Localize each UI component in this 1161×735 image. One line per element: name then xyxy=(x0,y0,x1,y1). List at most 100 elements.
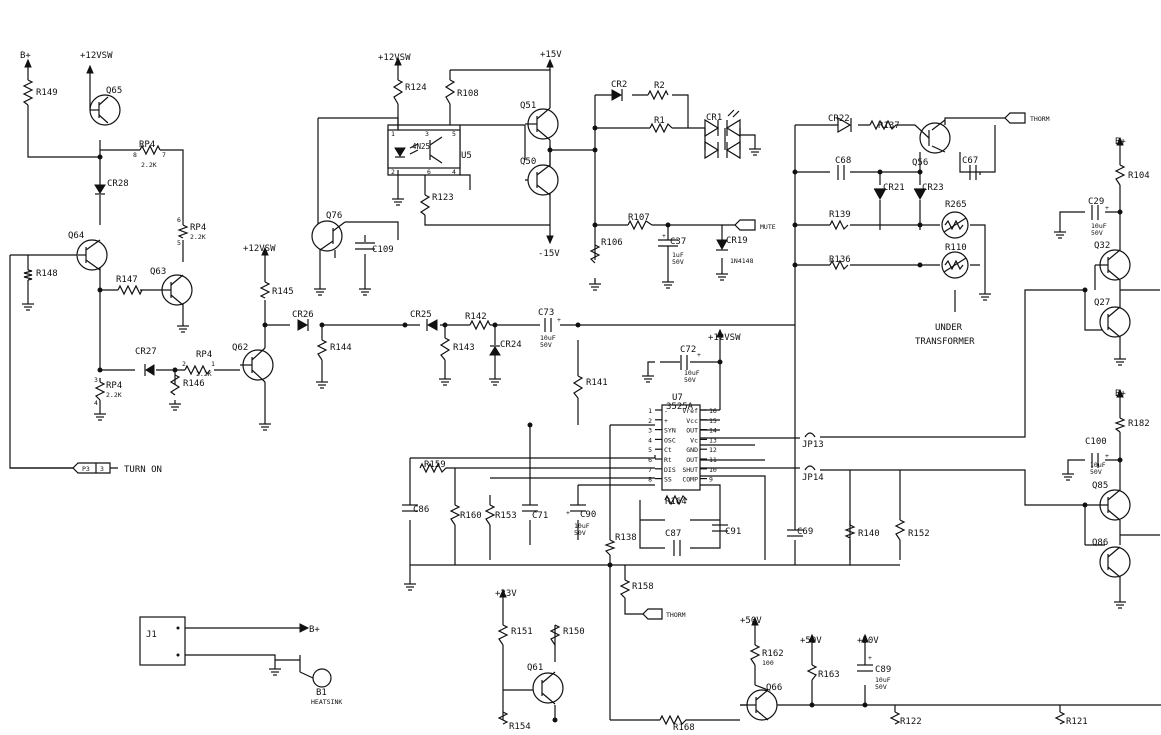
rail-50v-1: +50V xyxy=(740,616,762,626)
label-r147: R147 xyxy=(116,275,138,285)
u7-pin-name-5: Ct xyxy=(664,446,672,454)
label-under: UNDER xyxy=(935,323,963,333)
label-r159: R159 xyxy=(424,460,446,470)
resistors xyxy=(22,79,1126,726)
label-r140: R140 xyxy=(858,529,880,539)
svg-text:+: + xyxy=(868,654,872,662)
jumpers xyxy=(804,432,816,471)
label-q62: Q62 xyxy=(232,343,248,353)
q61-symbol xyxy=(532,671,564,705)
svg-text:+: + xyxy=(662,232,666,240)
label-q27: Q27 xyxy=(1094,298,1110,308)
label-r144: R144 xyxy=(330,343,352,353)
label-c89-val1: 10uF xyxy=(875,676,891,684)
q64-symbol xyxy=(76,239,108,271)
label-cr21: CR21 xyxy=(883,183,905,193)
rail-12vsw-4: +12VSW xyxy=(708,333,741,343)
u7-pin-name-8: SS xyxy=(664,476,672,484)
mute-connector xyxy=(734,219,756,231)
u7-pin-num-9: 9 xyxy=(709,476,713,484)
label-r153: R153 xyxy=(495,511,517,521)
u7-pin-num-15: 15 xyxy=(709,417,717,425)
label-q50: Q50 xyxy=(520,157,536,167)
svg-text:+: + xyxy=(697,351,701,359)
rail-12vsw-2: +12VSW xyxy=(243,244,276,254)
label-c89: C89 xyxy=(875,665,891,675)
label-r123: R123 xyxy=(432,193,454,203)
label-turn-on: TURN ON xyxy=(124,465,162,475)
label-rp4-mid: RP4 xyxy=(196,350,212,360)
label-c37-val2: 50V xyxy=(672,258,684,266)
rail-bplus-2: B+ xyxy=(1115,137,1126,147)
label-r162: R162 xyxy=(762,649,784,659)
label-r142: R142 xyxy=(465,312,487,322)
pin-rp4-right-b: 5 xyxy=(177,239,181,247)
label-r107: R107 xyxy=(628,213,650,223)
label-r162-value: 100 xyxy=(762,659,774,667)
label-r136: R136 xyxy=(829,255,851,265)
u7-pin-num-6: 6 xyxy=(648,456,652,464)
svg-text:+: + xyxy=(1105,204,1109,212)
label-c86: C86 xyxy=(413,505,429,515)
label-rp4-mid-value: 2.2K xyxy=(196,370,212,378)
svg-text:+: + xyxy=(557,316,561,324)
q27-symbol xyxy=(1099,306,1131,338)
pin-rp4-left-b: 4 xyxy=(94,399,98,407)
rail-12vsw-1: +12VSW xyxy=(80,51,113,61)
u7-pin-name-4: OSC xyxy=(664,436,676,444)
label-c37: C37 xyxy=(670,237,686,247)
label-r158: R158 xyxy=(632,582,654,592)
rail-23v: +23V xyxy=(495,589,517,599)
label-cr26: CR26 xyxy=(292,310,314,320)
label-r108: R108 xyxy=(457,89,479,99)
capacitors xyxy=(355,165,1099,672)
label-u5-part: 4N25 xyxy=(412,142,430,151)
label-p3-pin: 3 xyxy=(100,465,104,473)
pin-rp4-mid-b: 1 xyxy=(211,360,215,368)
u7-pin-name-3: SYN xyxy=(664,427,676,435)
label-q86: Q86 xyxy=(1092,538,1108,548)
label-cr23: CR23 xyxy=(922,183,944,193)
label-r137: R137 xyxy=(878,121,900,131)
label-c73-val1: 10uF xyxy=(540,334,556,342)
label-c72-val1: 10uF xyxy=(684,369,700,377)
label-r143: R143 xyxy=(453,343,475,353)
u7-pin-name-2: + xyxy=(664,417,668,425)
label-r163: R163 xyxy=(818,670,840,680)
u5-pin-4: 4 xyxy=(452,168,456,176)
label-c90-val1: 10uF xyxy=(574,522,590,530)
label-j1: J1 xyxy=(146,630,157,640)
rail-50v-2: +50V xyxy=(800,636,822,646)
u7-pin-num-10: 10 xyxy=(709,466,717,474)
label-r139: R139 xyxy=(829,210,851,220)
label-q56: Q56 xyxy=(912,158,928,168)
label-thorm-1: THORM xyxy=(1030,115,1050,123)
p3-connector xyxy=(72,462,111,474)
label-u7-part: 3525A xyxy=(666,402,694,412)
label-r122: R122 xyxy=(900,717,922,727)
q66-symbol xyxy=(740,684,778,721)
label-c68: C68 xyxy=(835,156,851,166)
u7-pin-num-2: 2 xyxy=(648,417,652,425)
u7-pin-name-15: Vcc xyxy=(686,417,698,425)
label-b1: B1 xyxy=(316,688,327,698)
u7-pin-num-13: 13 xyxy=(709,436,717,444)
label-p3: P3 xyxy=(82,465,90,473)
u7-pin-name-9: COMP xyxy=(682,476,698,484)
label-u5-ref: U5 xyxy=(461,151,472,161)
u7-pin-name-6: Rt xyxy=(664,456,672,464)
label-r2: R2 xyxy=(654,81,665,91)
u7-pin-num-3: 3 xyxy=(648,427,652,435)
u5-pin-1: 1 xyxy=(391,130,395,138)
label-c73: C73 xyxy=(538,308,554,318)
label-cr1: CR1 xyxy=(706,113,722,123)
u7-pin-name-10: SHUT xyxy=(682,466,698,474)
u7-pin-num-12: 12 xyxy=(709,446,717,454)
label-jp14: JP14 xyxy=(802,473,824,483)
svg-text:+: + xyxy=(1105,452,1109,460)
label-c100-val1: 10uF xyxy=(1090,461,1106,469)
u7-pin-name-12: GND xyxy=(686,446,698,454)
q56-symbol xyxy=(914,119,951,154)
pin-rp4-right-a: 6 xyxy=(177,216,181,224)
label-r168: R168 xyxy=(673,723,695,733)
